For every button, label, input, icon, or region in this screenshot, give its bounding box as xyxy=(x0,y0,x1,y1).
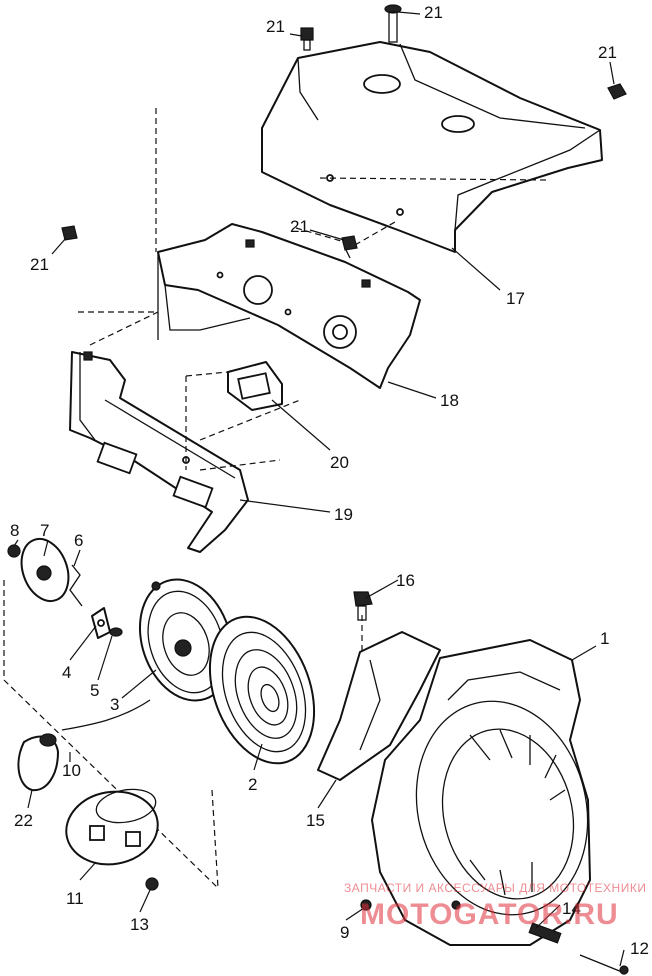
blower-housing xyxy=(360,639,591,946)
callout-22: 22 xyxy=(14,811,33,830)
callout-5: 5 xyxy=(90,681,99,700)
callout-10: 10 xyxy=(62,761,81,780)
starter-bracket xyxy=(317,591,441,781)
leader-lines xyxy=(13,11,625,967)
screw-21-left xyxy=(61,225,78,241)
recoil-spring xyxy=(208,615,316,765)
callout-9: 9 xyxy=(340,923,349,942)
callout-21-left: 21 xyxy=(30,255,49,274)
callout-13: 13 xyxy=(130,915,149,934)
callout-1: 1 xyxy=(600,629,609,648)
pawl-parts xyxy=(69,564,123,639)
bottom-fasteners xyxy=(528,922,629,975)
screw-21-top-left xyxy=(300,27,314,51)
callout-19: 19 xyxy=(334,505,353,524)
callout-21-right: 21 xyxy=(598,43,617,62)
callout-15: 15 xyxy=(306,811,325,830)
callout-21-top-right: 21 xyxy=(424,3,443,22)
callout-18: 18 xyxy=(440,391,459,410)
callout-17: 17 xyxy=(506,289,525,308)
callout-labels: 21 21 21 21 21 17 18 20 19 8 7 6 4 5 3 2… xyxy=(10,3,649,958)
starter-cup xyxy=(65,788,159,891)
rope-and-handle xyxy=(17,699,151,792)
watermark-logo: MOTOGATOR.RU xyxy=(360,898,619,931)
callout-3: 3 xyxy=(110,695,119,714)
gasket xyxy=(227,361,283,411)
middle-bracket-plate xyxy=(157,223,421,389)
callout-21-middle: 21 xyxy=(290,217,309,236)
screws-21 xyxy=(61,4,627,259)
callout-6: 6 xyxy=(74,531,83,550)
screw-21-right xyxy=(607,83,627,100)
callout-8: 8 xyxy=(10,521,19,540)
screw-21-top-right xyxy=(384,4,402,43)
watermark: ЗАПЧАСТИ И АКСЕССУАРЫ ДЛЯ МОТОТЕХНИКИ MO… xyxy=(344,881,646,931)
callout-2: 2 xyxy=(248,775,257,794)
callout-7: 7 xyxy=(40,521,49,540)
callout-12: 12 xyxy=(630,939,649,958)
upper-shroud-plate xyxy=(261,41,603,253)
callout-4: 4 xyxy=(62,663,71,682)
callout-14: 14 xyxy=(562,899,581,918)
pulley-and-nut xyxy=(7,538,70,602)
lower-mount-bracket xyxy=(69,351,249,553)
watermark-tagline: ЗАПЧАСТИ И АКСЕССУАРЫ ДЛЯ МОТОТЕХНИКИ xyxy=(344,881,646,895)
callout-20: 20 xyxy=(330,453,349,472)
callout-11: 11 xyxy=(66,889,84,908)
callout-21-top-left: 21 xyxy=(266,17,285,36)
screw-21-middle xyxy=(341,235,358,259)
callout-16: 16 xyxy=(396,571,415,590)
